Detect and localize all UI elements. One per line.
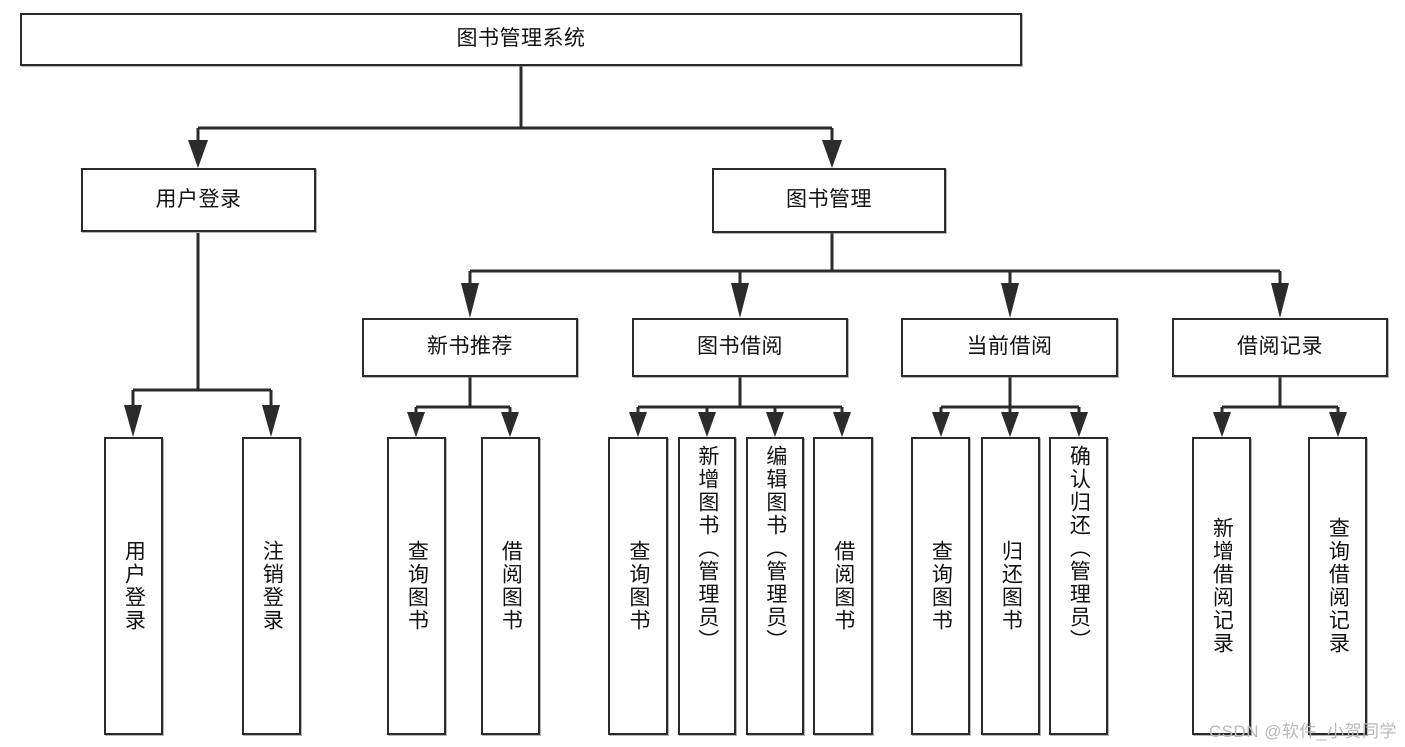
leaf-edit-book-admin[interactable]: 编辑图书（管理员） <box>746 437 804 735</box>
leaf-label: 新增借阅记录 <box>1210 517 1234 655</box>
csdn-watermark: CSDN @软件_小贺同学 <box>1208 722 1397 741</box>
leaf-label: 新增图书（管理员） <box>695 445 719 652</box>
leaf-logout[interactable]: 注销登录 <box>242 437 301 735</box>
leaf-label: 编辑图书（管理员） <box>763 445 787 652</box>
leaf-query-borrow-record[interactable]: 查询借阅记录 <box>1308 437 1367 735</box>
leaf-return-book[interactable]: 归还图书 <box>981 437 1040 735</box>
node-book-borrow[interactable]: 图书借阅 <box>632 318 848 377</box>
node-label: 新书推荐 <box>427 335 513 359</box>
leaf-label: 归还图书 <box>999 540 1023 632</box>
leaf-borrow-book-recommend[interactable]: 借阅图书 <box>481 437 540 735</box>
leaf-label: 查询图书 <box>929 540 953 632</box>
node-book-management[interactable]: 图书管理 <box>712 168 946 233</box>
leaf-label: 查询图书 <box>405 540 429 632</box>
leaf-query-book-recommend[interactable]: 查询图书 <box>387 437 446 735</box>
node-label: 图书借阅 <box>697 335 783 359</box>
node-label: 图书管理 <box>786 188 872 212</box>
leaf-label: 查询借阅记录 <box>1326 517 1350 655</box>
leaf-label: 注销登录 <box>260 540 284 632</box>
node-label: 借阅记录 <box>1237 335 1323 359</box>
node-new-book-recommend[interactable]: 新书推荐 <box>362 318 578 377</box>
leaf-label: 查询图书 <box>626 540 650 632</box>
node-user-login[interactable]: 用户登录 <box>81 168 316 232</box>
leaf-label: 确认归还（管理员） <box>1067 445 1091 652</box>
node-root-book-management-system[interactable]: 图书管理系统 <box>20 13 1022 66</box>
node-label: 图书管理系统 <box>456 27 586 51</box>
leaf-label: 借阅图书 <box>499 540 523 632</box>
leaf-add-book-admin[interactable]: 新增图书（管理员） <box>678 437 736 735</box>
leaf-label: 用户登录 <box>122 540 146 632</box>
leaf-add-borrow-record[interactable]: 新增借阅记录 <box>1192 437 1251 735</box>
node-borrow-record[interactable]: 借阅记录 <box>1172 318 1388 377</box>
leaf-confirm-return-admin[interactable]: 确认归还（管理员） <box>1049 437 1108 735</box>
node-label: 当前借阅 <box>966 335 1053 359</box>
leaf-query-book-borrow[interactable]: 查询图书 <box>608 437 668 735</box>
leaf-query-book-current[interactable]: 查询图书 <box>911 437 970 735</box>
leaf-user-login[interactable]: 用户登录 <box>104 437 163 735</box>
leaf-borrow-book[interactable]: 借阅图书 <box>813 437 873 735</box>
leaf-label: 借阅图书 <box>831 540 855 632</box>
node-label: 用户登录 <box>155 187 242 211</box>
node-current-borrow[interactable]: 当前借阅 <box>901 318 1118 377</box>
